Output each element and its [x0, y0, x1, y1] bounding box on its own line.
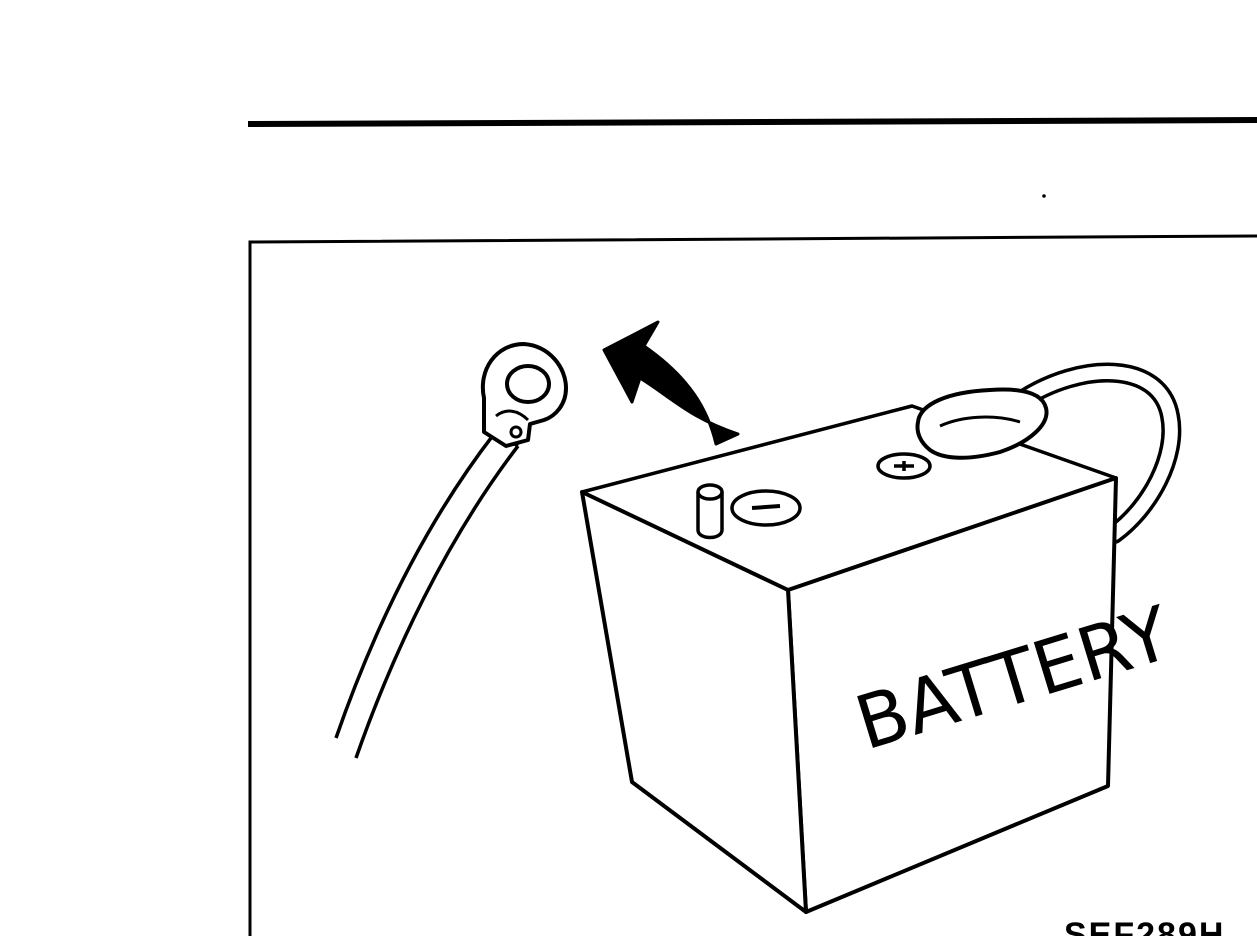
- figure-code: SEF289H: [1064, 916, 1225, 936]
- vent-cap: [696, 483, 724, 540]
- negative-terminal-post: [730, 489, 802, 527]
- cable-terminal-clamp: [480, 342, 568, 448]
- top-rule: [247, 117, 1257, 127]
- positive-cable-clamp: [915, 387, 1049, 460]
- removal-arrow: [602, 320, 740, 446]
- negative-cable: [334, 432, 520, 759]
- figure-frame: [248, 234, 1257, 936]
- speck: [1042, 194, 1046, 198]
- positive-terminal-post: [876, 452, 932, 480]
